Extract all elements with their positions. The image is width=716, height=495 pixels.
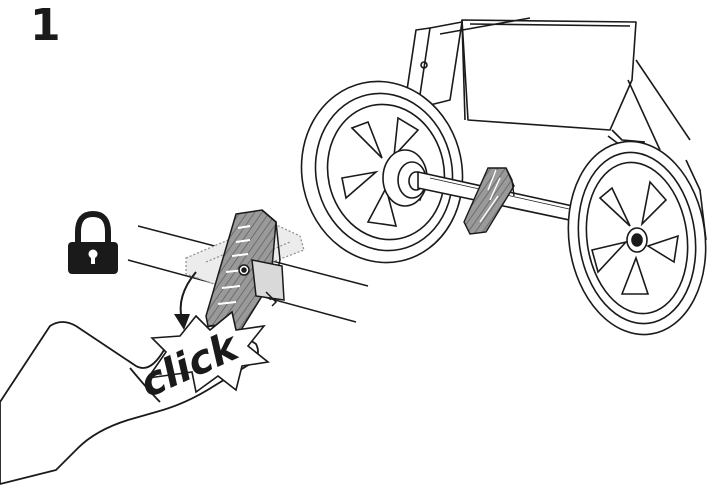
rotation-arrow xyxy=(174,271,197,330)
click-burst xyxy=(146,310,270,394)
detail-brake-pedal xyxy=(205,209,285,339)
lock-icon xyxy=(68,210,118,274)
left-wheel xyxy=(300,80,464,264)
step-number: 1 xyxy=(30,0,61,51)
axle-brake-pedal xyxy=(463,167,515,235)
right-wheel xyxy=(567,140,707,336)
